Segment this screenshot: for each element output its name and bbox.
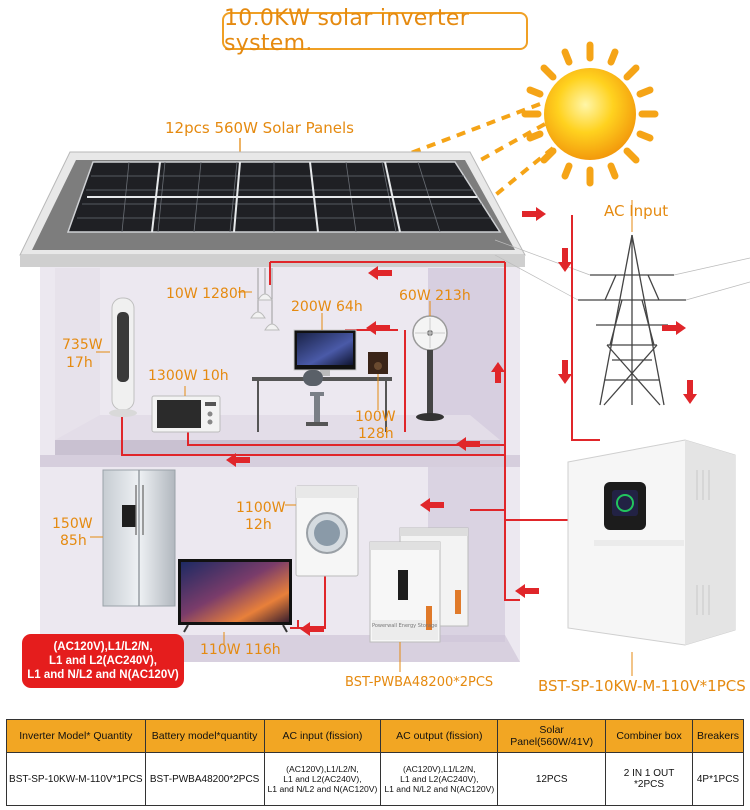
sun (521, 41, 659, 187)
computer-label: 200W 64h (291, 299, 363, 315)
table-row: BST-SP-10KW-M-110V*1PCS BST-PWBA48200*2P… (6, 752, 745, 806)
fan-label: 60W 213h (399, 288, 471, 304)
table-header-row: Inverter Model* Quantity Battery model*q… (6, 719, 745, 753)
header-combiner-box: Combiner box (605, 719, 693, 753)
cell-line: L1 and L2(AC240V), (400, 774, 479, 784)
spec-table: Inverter Model* Quantity Battery model*q… (6, 719, 745, 806)
header-inverter: Inverter Model* Quantity (6, 719, 146, 753)
desk-computer (252, 329, 392, 432)
ac-output-note: (AC120V),L1/L2/N, L1 and L2(AC240V), L1 … (22, 634, 184, 688)
cell-line: (AC120V),L1/L2/N, (402, 764, 476, 774)
microwave-label: 1300W 10h (148, 368, 229, 384)
tower-fan (109, 297, 137, 417)
solar-panels-label: 12pcs 560W Solar Panels (165, 119, 354, 137)
tower-fan-hours-label: 17h (66, 355, 93, 371)
speaker-watt-label: 100W (355, 409, 396, 425)
cell-line: L1 and L2(AC240V), (283, 774, 362, 784)
cell-ac-output: (AC120V),L1/L2/N, L1 and L2(AC240V), L1 … (380, 752, 499, 806)
fridge-hours-label: 85h (60, 533, 87, 549)
battery-pack-front (369, 541, 441, 643)
cell-battery: BST-PWBA48200*2PCS (144, 752, 265, 806)
television (178, 559, 292, 633)
cell-line: (AC120V),L1/L2/N, (286, 764, 359, 774)
header-battery: Battery model*quantity (144, 719, 265, 753)
tv-label: 110W 116h (200, 642, 281, 658)
note-line: L1 and L2(AC240V), (49, 655, 157, 667)
battery-label: BST-PWBA48200*2PCS (345, 675, 494, 690)
pendant-lamps (250, 268, 280, 331)
ac-input-label: AC Input (604, 202, 669, 220)
speaker-hours-label: 128h (358, 426, 394, 442)
header-ac-output: AC output (fission) (380, 719, 499, 753)
transmission-tower (494, 234, 750, 406)
microwave (151, 395, 221, 433)
cell-breakers: 4P*1PCS (691, 752, 745, 806)
cell-solar-panel: 12PCS (497, 752, 607, 806)
inverter-label: BST-SP-10KW-M-110V*1PCS (538, 677, 746, 695)
fridge-watt-label: 150W (52, 516, 93, 532)
inverter-unit (567, 439, 736, 646)
refrigerator (102, 469, 176, 607)
cell-combiner-box: 2 IN 1 OUT *2PCS (605, 752, 693, 806)
cell-line: L1 and N/L2 and N(AC120V) (384, 784, 495, 794)
note-line: (AC120V),L1/L2/N, (53, 641, 153, 653)
tower-fan-watt-label: 735W (62, 337, 103, 353)
system-diagram (19, 41, 750, 676)
washer-hours-label: 12h (245, 517, 272, 533)
cell-ac-input: (AC120V),L1/L2/N, L1 and L2(AC240V), L1 … (263, 752, 382, 806)
washer-watt-label: 1100W (236, 500, 286, 516)
header-ac-input: AC input (fission) (263, 719, 382, 753)
cell-line: L1 and N/L2 and N(AC120V) (267, 784, 378, 794)
note-line: L1 and N/L2 and N(AC120V) (27, 669, 179, 681)
header-breakers: Breakers (691, 719, 745, 753)
lamp-label: 10W 1280h (166, 286, 247, 302)
flow-arrows (226, 207, 697, 636)
header-solar-panel: Solar Panel(560W/41V) (497, 719, 607, 753)
washing-machine (295, 485, 359, 577)
battery-caption: Powerwall Energy Storage (372, 623, 438, 629)
solar-panel-array (66, 161, 502, 233)
cell-inverter: BST-SP-10KW-M-110V*1PCS (6, 752, 146, 806)
